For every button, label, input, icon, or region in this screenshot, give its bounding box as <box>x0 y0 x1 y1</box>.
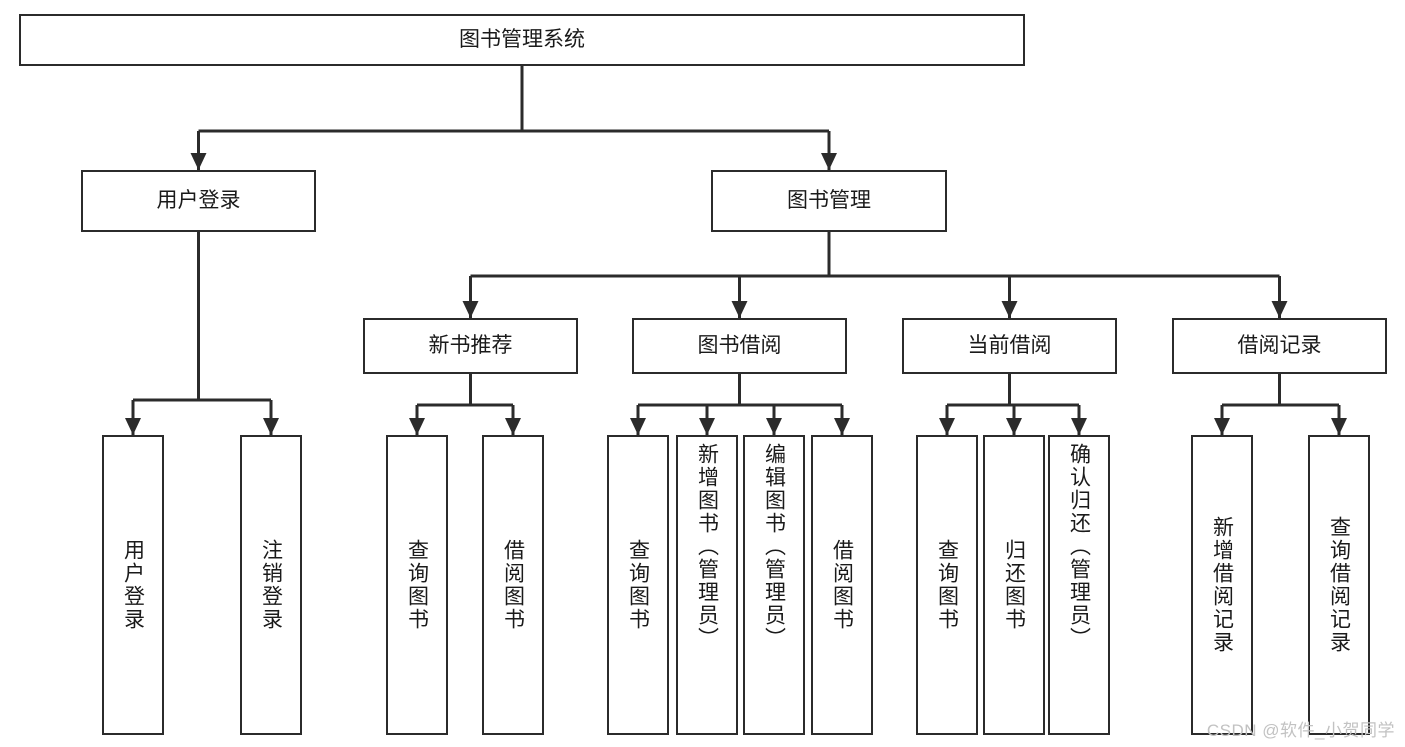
node-label: 当前借阅 <box>967 334 1052 358</box>
watermark: CSDN @软件_小贺同学 <box>1206 721 1395 740</box>
arrowhead <box>1071 418 1087 435</box>
node-leaf-cu-confirm[interactable]: 确认归还（管理员） <box>1048 435 1110 735</box>
node-leaf-logout[interactable]: 注销登录 <box>240 435 302 735</box>
node-label: 归还图书 <box>1002 539 1026 631</box>
node-leaf-nb-query[interactable]: 查询图书 <box>386 435 448 735</box>
node-records[interactable]: 借阅记录 <box>1172 318 1387 374</box>
arrowhead <box>834 418 850 435</box>
arrowhead <box>766 418 782 435</box>
node-label: 查询图书 <box>935 539 959 631</box>
arrowhead <box>125 418 141 435</box>
node-root[interactable]: 图书管理系统 <box>19 14 1025 66</box>
node-label: 新增借阅记录 <box>1210 516 1234 654</box>
arrowhead <box>1006 418 1022 435</box>
node-leaf-nb-borrow[interactable]: 借阅图书 <box>482 435 544 735</box>
node-label: 新书推荐 <box>428 334 513 358</box>
node-leaf-re-add[interactable]: 新增借阅记录 <box>1191 435 1253 735</box>
node-leaf-cu-query[interactable]: 查询图书 <box>916 435 978 735</box>
node-label: 借阅记录 <box>1237 334 1322 358</box>
node-label: 借阅图书 <box>501 539 525 631</box>
node-leaf-login[interactable]: 用户登录 <box>102 435 164 735</box>
node-label: 查询借阅记录 <box>1327 516 1351 654</box>
arrowhead <box>1331 418 1347 435</box>
arrowhead <box>1271 301 1288 318</box>
arrowhead <box>409 418 425 435</box>
arrowhead <box>462 301 479 318</box>
node-leaf-bo-add[interactable]: 新增图书（管理员） <box>676 435 738 735</box>
node-label: 新增图书（管理员） <box>695 443 719 650</box>
node-leaf-bo-edit[interactable]: 编辑图书（管理员） <box>743 435 805 735</box>
node-label: 借阅图书 <box>830 539 854 631</box>
arrowhead <box>939 418 955 435</box>
arrowhead <box>821 153 837 170</box>
node-leaf-bo-query[interactable]: 查询图书 <box>607 435 669 735</box>
node-newbook[interactable]: 新书推荐 <box>363 318 578 374</box>
node-bookmgmt[interactable]: 图书管理 <box>711 170 947 232</box>
node-label: 图书借阅 <box>697 334 782 358</box>
node-label: 用户登录 <box>121 539 145 631</box>
node-label: 查询图书 <box>405 539 429 631</box>
arrowhead <box>1214 418 1230 435</box>
node-label: 用户登录 <box>156 189 241 213</box>
node-label: 图书管理系统 <box>459 28 585 52</box>
arrowhead <box>263 418 279 435</box>
node-label: 图书管理 <box>787 189 871 213</box>
arrowhead <box>630 418 646 435</box>
node-current[interactable]: 当前借阅 <box>902 318 1117 374</box>
arrowhead <box>1001 301 1018 318</box>
node-label: 注销登录 <box>259 539 283 631</box>
node-borrow[interactable]: 图书借阅 <box>632 318 847 374</box>
arrowhead <box>699 418 715 435</box>
arrowhead <box>731 301 748 318</box>
node-label: 编辑图书（管理员） <box>762 443 786 650</box>
arrowhead <box>190 153 207 170</box>
node-label: 查询图书 <box>626 539 650 631</box>
node-label: 确认归还（管理员） <box>1067 443 1091 650</box>
arrowhead <box>505 418 521 435</box>
node-leaf-re-query[interactable]: 查询借阅记录 <box>1308 435 1370 735</box>
node-leaf-cu-return[interactable]: 归还图书 <box>983 435 1045 735</box>
node-login[interactable]: 用户登录 <box>81 170 316 232</box>
node-leaf-bo-lend[interactable]: 借阅图书 <box>811 435 873 735</box>
